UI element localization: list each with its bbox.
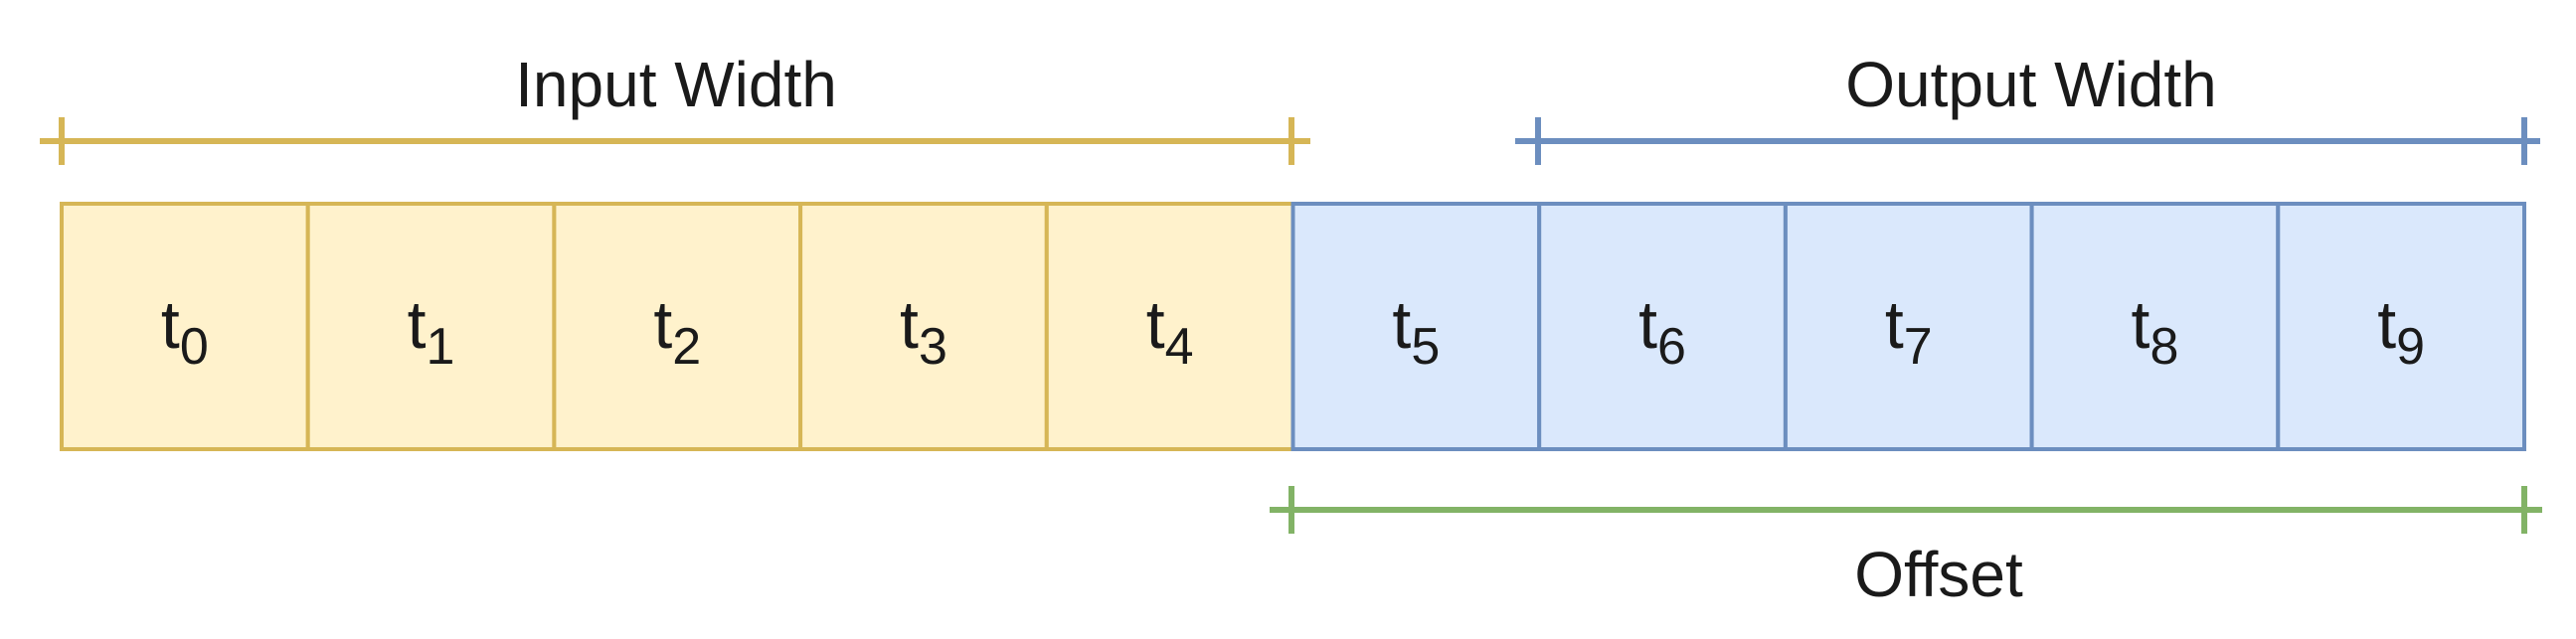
cell-label-t5: t5 bbox=[1392, 287, 1440, 376]
cell-t0 bbox=[60, 202, 310, 451]
cell-label-t1: t1 bbox=[408, 287, 455, 376]
timestep-cells: t0 t1 t2 t3 t4 t5 t6 t7 t8 t9 bbox=[60, 202, 2527, 451]
cell-label-t0: t0 bbox=[161, 287, 209, 376]
input-width-span: Input Width bbox=[40, 49, 1310, 165]
input-width-label: Input Width bbox=[515, 49, 837, 120]
cell-label-t9: t9 bbox=[2377, 287, 2425, 376]
offset-span: Offset bbox=[1270, 486, 2542, 610]
cell-t9 bbox=[2276, 202, 2527, 451]
cell-t5 bbox=[1290, 202, 1542, 451]
cell-t6 bbox=[1537, 202, 1788, 451]
cell-label-t8: t8 bbox=[2132, 287, 2179, 376]
cell-t8 bbox=[2029, 202, 2281, 451]
output-width-span: Output Width bbox=[1515, 49, 2540, 165]
cell-t7 bbox=[1783, 202, 2034, 451]
cell-label-t6: t6 bbox=[1638, 287, 1686, 376]
cell-label-t3: t3 bbox=[900, 287, 947, 376]
cell-label-t4: t4 bbox=[1146, 287, 1194, 376]
cell-label-t7: t7 bbox=[1885, 287, 1933, 376]
cell-t3 bbox=[798, 202, 1049, 451]
cell-t4 bbox=[1044, 202, 1295, 451]
cell-label-t2: t2 bbox=[653, 287, 701, 376]
offset-label: Offset bbox=[1854, 539, 2023, 610]
output-width-label: Output Width bbox=[1845, 49, 2217, 120]
